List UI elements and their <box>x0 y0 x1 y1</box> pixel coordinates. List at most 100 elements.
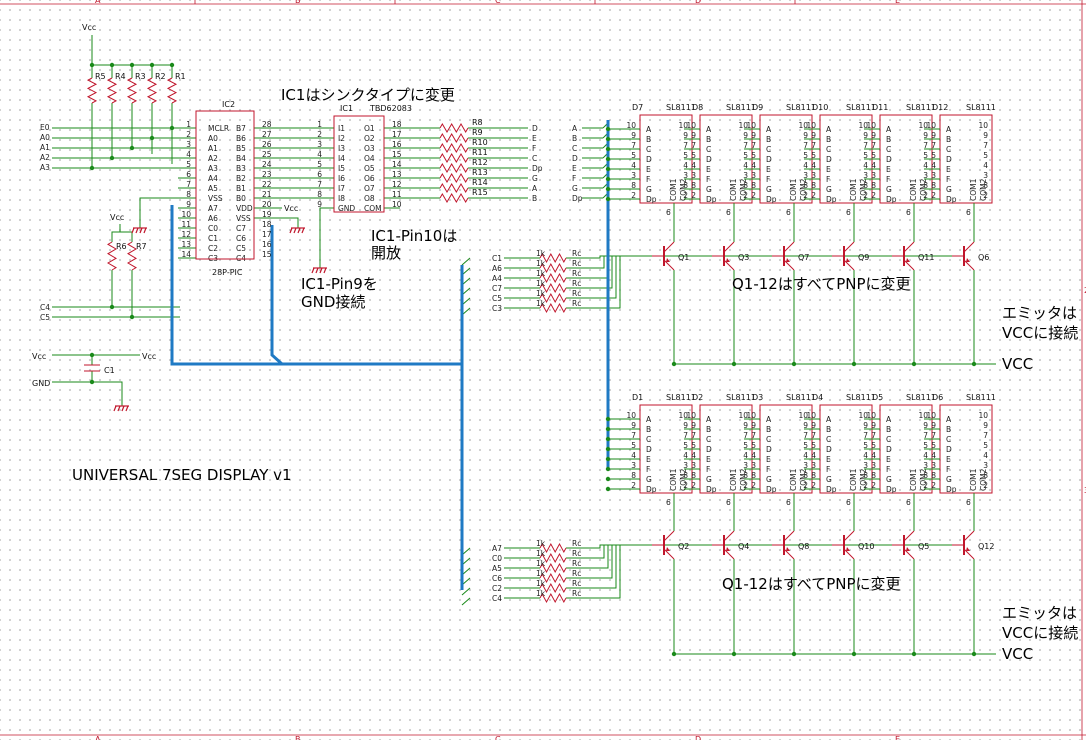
base-resistor-value: 1k <box>536 549 546 558</box>
display-pin: 8 <box>691 471 696 480</box>
display-pin: 8 <box>751 471 756 480</box>
display-pin: 4 <box>983 161 988 170</box>
net-label: C5 <box>40 313 50 322</box>
display-segment: F <box>886 465 890 474</box>
display-pin: 8 <box>691 181 696 190</box>
base-resistor-value: 1k <box>536 279 546 288</box>
display-pin: 3 <box>751 461 756 470</box>
base-resistor-value: 1k <box>536 269 546 278</box>
ic2-refdes: IC2 <box>222 100 235 109</box>
ic1-pin-name: I7 <box>338 184 345 193</box>
display-pin: 5 <box>683 441 688 450</box>
pullup-resistor <box>166 77 178 104</box>
segment-resistor <box>439 143 469 153</box>
display-segment: G <box>706 475 712 484</box>
transistor-refdes: Q10 <box>858 542 874 551</box>
display-pin: 5 <box>691 151 696 160</box>
ic2-pin-number: 7 <box>186 180 191 189</box>
display-part: SL8111 <box>786 103 816 112</box>
display-segment: F <box>706 465 710 474</box>
display-pin: 10 <box>738 411 748 420</box>
ruler-letter: A <box>95 735 101 740</box>
pullup-resistor <box>86 77 98 104</box>
display-pin: 8 <box>803 471 808 480</box>
display-pin: 3 <box>811 461 816 470</box>
transistor-arrow <box>786 258 790 262</box>
pullup-resistor-c <box>127 241 137 271</box>
display-segment: F <box>646 175 650 184</box>
display-pin: 10 <box>858 121 868 130</box>
display-pin: 10 <box>926 121 936 130</box>
display-part: SL8111 <box>786 393 816 402</box>
display-part: SL8111 <box>726 393 756 402</box>
transistor-emitter <box>723 548 735 560</box>
net-label: A0 <box>40 133 50 142</box>
note-pnp-bottom: Q1-12はすべてPNPに変更 <box>722 575 901 593</box>
display-pin: 5 <box>751 441 756 450</box>
ruler-number: 2 <box>1084 286 1086 295</box>
display-segment: B <box>886 425 891 434</box>
display-pin: 2 <box>923 481 928 490</box>
junction-dot <box>671 361 677 367</box>
ic1-pin-name: O1 <box>364 124 375 133</box>
pullup-refdes: R3 <box>135 72 146 81</box>
display-segment: G <box>646 475 652 484</box>
net-label: F <box>532 144 536 153</box>
ic2-pin-number: 11 <box>181 220 191 229</box>
ic2-pin-name: B2 <box>236 174 246 183</box>
display-pin: 7 <box>983 431 988 440</box>
display-segment: E <box>706 455 711 464</box>
junction-dot <box>109 304 115 310</box>
net-label: C5 <box>492 294 502 303</box>
display-pin: 7 <box>683 141 688 150</box>
display-pin: 7 <box>751 431 756 440</box>
display-pin: 9 <box>811 421 816 430</box>
base-resistor-value: 1k <box>536 299 546 308</box>
ic1-pin-number: 9 <box>317 200 322 209</box>
display-pin: 6 <box>666 498 671 507</box>
display-pin: 4 <box>923 161 928 170</box>
net-label: A2 <box>40 153 50 162</box>
display-segment: G <box>826 185 832 194</box>
transistor-arrow <box>666 258 670 262</box>
ic2-pin-number: 25 <box>262 150 272 159</box>
display-segment: C <box>646 145 651 154</box>
display-refdes: D3 <box>752 393 763 402</box>
ic2-pin-number: 14 <box>181 250 191 259</box>
display-pin: 7 <box>811 431 816 440</box>
base-resistor-label: Rc <box>572 549 581 558</box>
display-segment: D <box>886 445 892 454</box>
wire <box>319 207 334 268</box>
display-segment: C <box>646 435 651 444</box>
wire <box>52 354 93 365</box>
wire <box>139 197 178 228</box>
ic2-part: 28P-PIC <box>212 268 243 277</box>
ic2-pin-number: 28 <box>262 120 272 129</box>
ic1-pin-name: I1 <box>338 124 345 133</box>
net-label: C1 <box>492 254 502 263</box>
transistor-top: Q3 <box>712 241 749 271</box>
ic1-pin-number: 15 <box>392 150 402 159</box>
display-com2: COM2 <box>679 178 688 201</box>
display-segment: B <box>706 135 711 144</box>
segment-resistor-refdes: R14 <box>472 178 488 187</box>
segment-resistor-refdes: R13 <box>472 168 488 177</box>
display-refdes: D5 <box>872 393 883 402</box>
display-pin: 9 <box>871 421 876 430</box>
display-segment: A <box>886 415 892 424</box>
display-segment: E <box>826 455 831 464</box>
display-segment: F <box>826 465 830 474</box>
junction-dot <box>971 651 977 657</box>
junction-dot <box>731 651 737 657</box>
transistor-bottom: Q12 <box>952 530 994 560</box>
display-refdes: D2 <box>692 393 703 402</box>
vcc-rail-label-top: VCC <box>1002 355 1033 373</box>
base-resistor <box>539 542 567 554</box>
display-pin: 7 <box>691 141 696 150</box>
display-pin: 2 <box>751 191 756 200</box>
display-pin: 5 <box>863 441 868 450</box>
vcc-label-ic2: Vcc <box>284 204 298 213</box>
